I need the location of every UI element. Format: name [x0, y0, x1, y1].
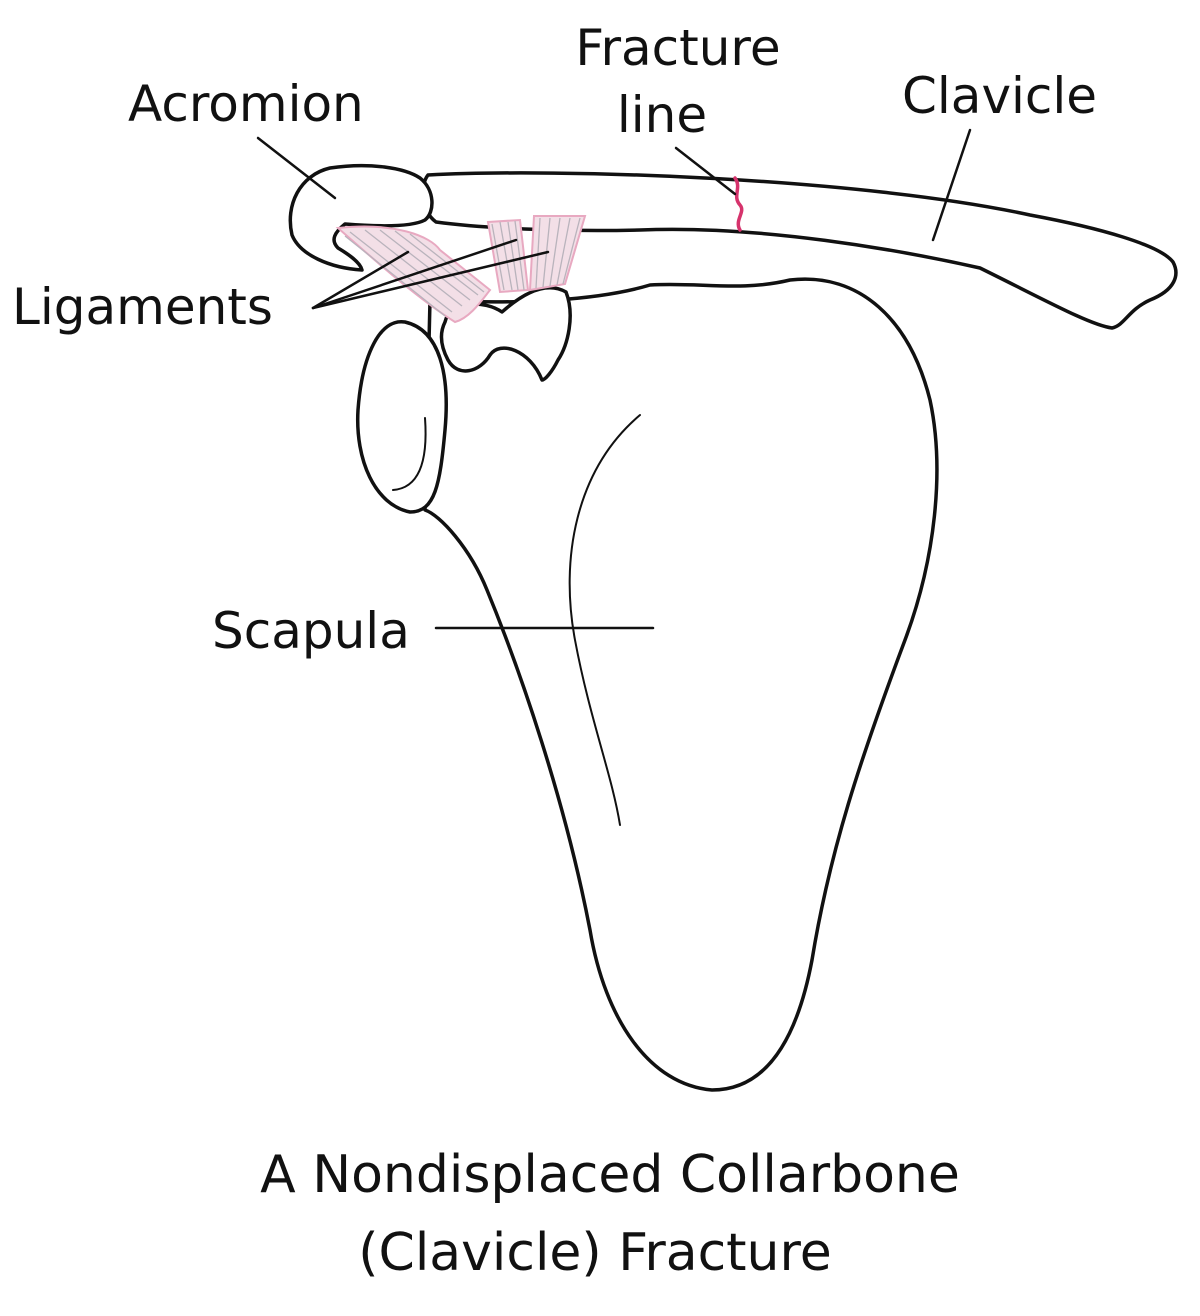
label-fracture-line-1: Fracture — [575, 19, 780, 77]
label-clavicle: Clavicle — [902, 67, 1097, 125]
fracture-line-mark — [733, 176, 744, 232]
caption-line-2: (Clavicle) Fracture — [358, 1223, 832, 1283]
scapular-spine-line — [568, 414, 641, 826]
label-fracture-line-2: line — [617, 86, 707, 144]
label-acromion: Acromion — [128, 75, 364, 133]
acromion-leader — [256, 136, 337, 200]
label-scapula: Scapula — [212, 602, 410, 660]
glenoid-fossa — [355, 320, 448, 514]
clavicle-leader — [931, 128, 972, 242]
scapula-bone — [355, 277, 939, 1092]
caption-line-1: A Nondisplaced Collarbone — [260, 1145, 960, 1205]
ligament-trapezoid — [486, 218, 530, 294]
ligament-conoid — [528, 215, 587, 292]
ligaments-leaders — [311, 238, 550, 310]
label-ligaments: Ligaments — [12, 278, 273, 336]
fracture-line-leader — [674, 146, 737, 196]
